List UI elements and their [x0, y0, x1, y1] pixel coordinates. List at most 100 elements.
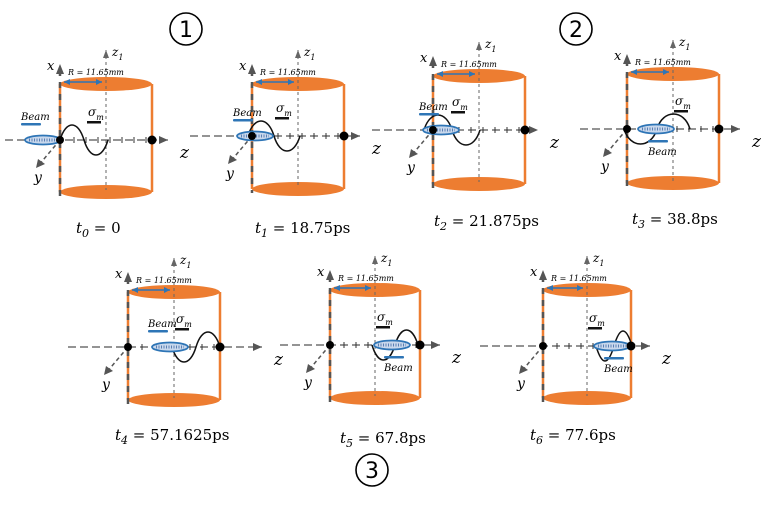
x-axis-arrowhead: [326, 270, 334, 280]
x-axis-arrowhead: [56, 64, 64, 74]
sigma-bar: [87, 121, 101, 124]
time-caption-tail: = 77.6ps: [543, 426, 616, 444]
y-axis-arrowhead: [409, 149, 418, 158]
sigma-bar: [175, 328, 189, 331]
end-dot: [339, 131, 349, 141]
wakefield-wave: [171, 331, 221, 363]
z1-axis-label-main: z: [380, 251, 388, 265]
sigma-label-main: σ: [176, 312, 185, 326]
sigma-label-main: σ: [589, 311, 598, 325]
z-axis-label: z: [661, 349, 672, 369]
x-axis-arrowhead: [623, 54, 631, 64]
y-axis-arrowhead: [603, 148, 612, 157]
radius-arrowhead-left: [334, 285, 340, 291]
z1-axis-label-main: z: [303, 45, 311, 59]
y-axis-label: y: [303, 375, 313, 391]
z1-axis-label: z1: [111, 45, 123, 62]
x-axis-arrowhead: [429, 56, 437, 66]
beam-bunch: [151, 341, 189, 353]
z-axis-label: z: [179, 143, 190, 163]
x-axis-label: x: [115, 267, 123, 282]
sigma-label: σm: [276, 101, 292, 118]
beam-marker-bar: [648, 140, 668, 143]
beam-marker-bar: [419, 113, 439, 116]
cylinder-top: [627, 67, 719, 81]
beam-label: Beam: [418, 102, 448, 113]
radius-label: R = 11.65mm: [550, 274, 607, 283]
x-axis-label: x: [47, 59, 55, 74]
sigma-label: σm: [176, 312, 192, 329]
sigma-label: σm: [452, 95, 468, 112]
cylinder-bottom: [252, 182, 344, 196]
time-caption-main: t: [632, 210, 639, 228]
origin-dot: [56, 136, 64, 144]
time-caption: t4 = 57.1625ps: [115, 426, 229, 447]
z1-axis-arrowhead: [372, 256, 378, 264]
time-caption-tail: = 0: [89, 219, 121, 237]
end-dot: [714, 124, 724, 134]
beam-bunch: [373, 339, 411, 351]
time-caption-tail: = 57.1625ps: [128, 426, 229, 444]
z1-axis-label-sub: 1: [685, 43, 690, 52]
time-caption-sub: 2: [439, 220, 447, 233]
x-axis-arrowhead: [539, 270, 547, 280]
beam-label: Beam: [383, 363, 413, 374]
radius-label: R = 11.65mm: [135, 276, 192, 285]
sigma-bar: [275, 117, 289, 120]
radius-label: R = 11.65mm: [259, 68, 316, 77]
sigma-label: σm: [675, 94, 691, 111]
z-axis-arrowhead: [641, 342, 650, 350]
x-axis-arrowhead: [124, 272, 132, 282]
sigma-label-main: σ: [452, 95, 461, 109]
beam-label: Beam: [647, 147, 677, 158]
sigma-bar: [376, 326, 390, 329]
sigma-label: σm: [88, 105, 104, 122]
z-axis-label: z: [451, 348, 462, 368]
y-axis-label: y: [406, 160, 416, 176]
sigma-label-sub: m: [184, 320, 192, 329]
z1-axis-label: z1: [592, 251, 604, 268]
time-caption-main: t: [434, 212, 441, 230]
time-caption: t0 = 0: [76, 219, 121, 240]
time-caption: t1 = 18.75ps: [255, 219, 350, 240]
origin-dot: [326, 341, 334, 349]
sigma-label-main: σ: [377, 310, 386, 324]
sigma-label-sub: m: [96, 113, 104, 122]
origin-dot: [623, 125, 631, 133]
time-caption: t3 = 38.8ps: [632, 210, 718, 231]
z1-axis-label-main: z: [484, 37, 492, 51]
cylinder-bottom: [330, 391, 420, 405]
sigma-label-main: σ: [88, 105, 97, 119]
sigma-label-sub: m: [683, 102, 691, 111]
z-axis-label: z: [371, 139, 382, 159]
y-axis-label: y: [101, 377, 111, 393]
z1-axis-label-main: z: [111, 45, 119, 59]
z1-axis-label-sub: 1: [310, 53, 315, 62]
stage-marker-number: 1: [179, 18, 193, 43]
sigma-label-sub: m: [597, 319, 605, 328]
sigma-label-main: σ: [675, 94, 684, 108]
sigma-bar: [674, 110, 688, 113]
time-caption-tail: = 67.8ps: [353, 429, 426, 447]
stage-marker-circle: [355, 453, 389, 487]
radius-arrowhead-left: [256, 79, 262, 85]
z1-axis-label-main: z: [592, 251, 600, 265]
stage-marker-circle: [559, 12, 593, 46]
time-caption-tail: = 18.75ps: [268, 219, 350, 237]
z-axis-arrowhead: [529, 126, 538, 134]
time-caption: t2 = 21.875ps: [434, 212, 539, 233]
radius-label: R = 11.65mm: [337, 274, 394, 283]
cylinder-top: [433, 69, 525, 83]
time-caption-main: t: [340, 429, 347, 447]
time-caption-main: t: [115, 426, 122, 444]
z-axis-label: z: [273, 350, 284, 370]
origin-dot: [429, 126, 437, 134]
wakefield-wave: [59, 124, 109, 156]
z1-axis-label-sub: 1: [599, 259, 604, 268]
radius-arrowhead-right: [96, 79, 102, 85]
z1-axis-label-main: z: [179, 253, 187, 267]
beam-marker-bar: [233, 119, 253, 122]
sigma-label: σm: [377, 310, 393, 327]
